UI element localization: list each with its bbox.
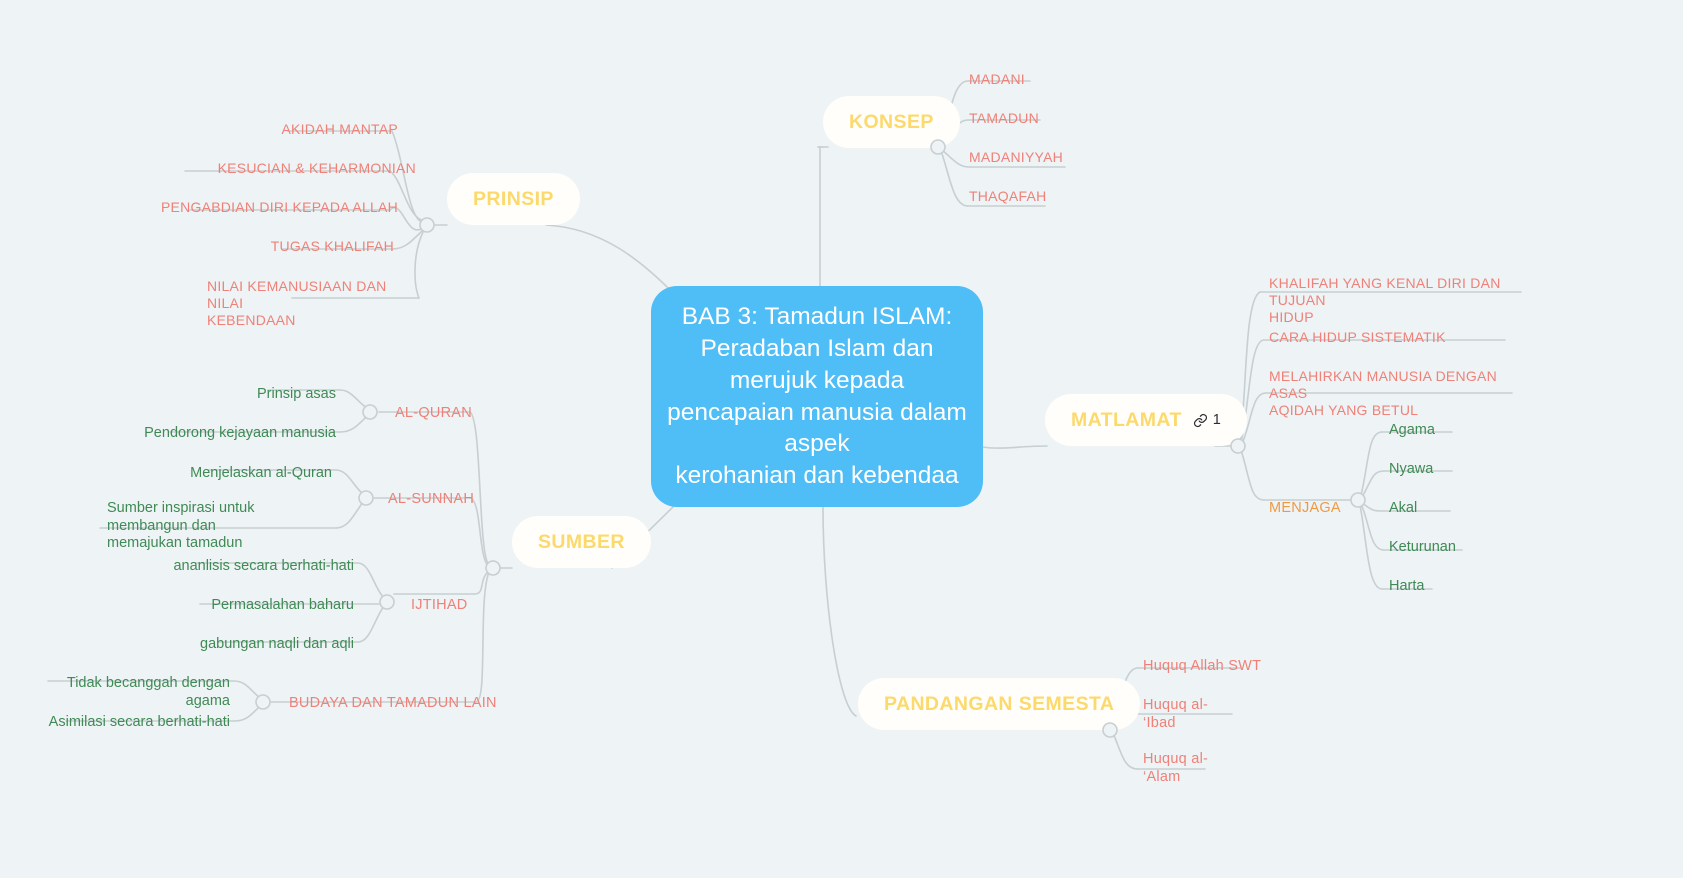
node-label: KESUCIAN & KEHARMONIAN (217, 160, 416, 176)
node-label: Asimilasi secara berhati-hati (48, 714, 230, 730)
node-kesucian-keharmonian[interactable]: KESUCIAN & KEHARMONIAN (100, 142, 416, 195)
link-icon (1193, 413, 1207, 427)
matlamat-link-count: 1 (1212, 412, 1221, 428)
node-sumber-inspirasi[interactable]: Sumber inspirasi untuk membangun dan mem… (107, 482, 335, 571)
node-tamadun[interactable]: TAMADUN (969, 92, 1139, 145)
node-label: MADANI (969, 71, 1025, 87)
node-label: Permasalahan baharu (211, 597, 354, 613)
node-tidak-becanggah[interactable]: Tidak becanggah dengan agama (20, 657, 230, 728)
node-label: PENGABDIAN DIRI KEPADA ALLAH (160, 199, 398, 215)
node-akal[interactable]: Akal (1389, 482, 1509, 536)
node-ijtihad[interactable]: IJTIHAD (411, 579, 521, 633)
branch-pandangan-semesta-label: PANDANGAN SEMESTA (884, 692, 1115, 715)
node-label: BUDAYA DAN TAMADUN LAIN (289, 695, 497, 711)
node-huquq-al-alam[interactable]: Huquq al- ‘Alam (1143, 733, 1233, 804)
branch-prinsip-label: PRINSIP (473, 187, 554, 210)
node-permasalahan-baharu[interactable]: Permasalahan baharu (180, 579, 354, 633)
root-node-label: BAB 3: Tamadun ISLAM: Peradaban Islam da… (667, 302, 967, 490)
node-huquq-allah-swt[interactable]: Huquq Allah SWT (1143, 640, 1303, 694)
branch-prinsip[interactable]: PRINSIP (447, 173, 580, 225)
node-label: TAMADUN (969, 110, 1039, 126)
node-label: Menjelaskan al-Quran (190, 465, 332, 481)
node-melahirkan-manusia[interactable]: MELAHIRKAN MANUSIA DENGAN ASAS AQIDAH YA… (1269, 350, 1517, 437)
matlamat-link-badge[interactable]: 1 (1193, 412, 1221, 428)
node-keturunan[interactable]: Keturunan (1389, 521, 1519, 575)
root-node[interactable]: BAB 3: Tamadun ISLAM: Peradaban Islam da… (651, 286, 983, 507)
branch-konsep-label: KONSEP (849, 110, 934, 133)
node-akidah-mantap[interactable]: AKIDAH MANTAP (138, 103, 398, 156)
node-madani[interactable]: MADANI (969, 53, 1129, 106)
branch-sumber[interactable]: SUMBER (512, 516, 651, 568)
node-budaya-tamadun-lain[interactable]: BUDAYA DAN TAMADUN LAIN (289, 677, 519, 731)
node-nilai-kemanusiaan[interactable]: NILAI KEMANUSIAAN DAN NILAI KEBENDAAN (207, 260, 421, 347)
node-pengabdian-diri[interactable]: PENGABDIAN DIRI KEPADA ALLAH (90, 181, 398, 234)
branch-sumber-label: SUMBER (538, 530, 625, 553)
node-harta[interactable]: Harta (1389, 560, 1509, 614)
node-label: THAQAFAH (969, 188, 1047, 204)
node-label: TUGAS KHALIFAH (270, 238, 394, 254)
node-tugas-khalifah[interactable]: TUGAS KHALIFAH (178, 220, 394, 273)
branch-pandangan-semesta[interactable]: PANDANGAN SEMESTA (858, 678, 1141, 730)
node-label: Huquq Allah SWT (1143, 658, 1262, 674)
node-label: AKIDAH MANTAP (281, 121, 398, 137)
node-menjelaskan-al-quran[interactable]: Menjelaskan al-Quran (130, 447, 332, 501)
node-ananlisis-berhati-hati[interactable]: ananlisis secara berhati-hati (146, 540, 354, 594)
node-asimilasi-berhati-hati[interactable]: Asimilasi secara berhati-hati (40, 696, 230, 750)
node-label: AL-QURAN (395, 405, 472, 421)
node-huquq-al-ibad[interactable]: Huquq al- ‘Ibad (1143, 679, 1233, 750)
node-label: Keturunan (1389, 539, 1456, 555)
node-agama[interactable]: Agama (1389, 404, 1509, 458)
node-pendorong-kejayaan[interactable]: Pendorong kejayaan manusia (120, 407, 336, 461)
node-gabungan-naqli-aqli[interactable]: gabungan naqli dan aqli (170, 618, 354, 672)
node-label: AL-SUNNAH (388, 491, 475, 507)
node-madaniyyah[interactable]: MADANIYYAH (969, 131, 1159, 184)
node-label: Harta (1389, 578, 1425, 594)
node-al-quran[interactable]: AL-QURAN (395, 387, 515, 441)
node-label: MELAHIRKAN MANUSIA DENGAN ASAS AQIDAH YA… (1269, 368, 1497, 419)
node-thaqafah[interactable]: THAQAFAH (969, 170, 1149, 223)
node-nyawa[interactable]: Nyawa (1389, 443, 1509, 497)
node-label: Sumber inspirasi untuk membangun dan mem… (107, 500, 255, 552)
branch-konsep[interactable]: KONSEP (823, 96, 960, 148)
branch-matlamat-label: MATLAMAT (1071, 408, 1182, 431)
node-khalifah-kenal-diri[interactable]: KHALIFAH YANG KENAL DIRI DAN TUJUAN HIDU… (1269, 257, 1531, 344)
node-label: Tidak becanggah dengan agama (66, 675, 230, 709)
node-label: IJTIHAD (411, 597, 468, 613)
node-label: KHALIFAH YANG KENAL DIRI DAN TUJUAN HIDU… (1269, 275, 1501, 326)
node-label: gabungan naqli dan aqli (200, 636, 354, 652)
node-label: Pendorong kejayaan manusia (144, 425, 336, 441)
node-label: MADANIYYAH (969, 149, 1064, 165)
node-label: NILAI KEMANUSIAAN DAN NILAI KEBENDAAN (207, 278, 387, 329)
node-label: Prinsip asas (257, 386, 336, 402)
node-cara-hidup-sistematik[interactable]: CARA HIDUP SISTEMATIK (1269, 311, 1519, 364)
node-label: CARA HIDUP SISTEMATIK (1269, 329, 1446, 345)
node-label: Huquq al- ‘Ibad (1143, 697, 1209, 731)
node-label: Huquq al- ‘Alam (1143, 751, 1209, 785)
node-label: Agama (1389, 422, 1435, 438)
node-al-sunnah[interactable]: AL-SUNNAH (388, 473, 518, 527)
branch-matlamat[interactable]: MATLAMAT 1 (1045, 394, 1247, 446)
node-menjaga[interactable]: MENJAGA (1269, 482, 1379, 536)
node-label: MENJAGA (1269, 500, 1341, 516)
node-label: ananlisis secara berhati-hati (173, 558, 354, 574)
node-label: Akal (1389, 500, 1418, 516)
node-label: Nyawa (1389, 461, 1434, 477)
